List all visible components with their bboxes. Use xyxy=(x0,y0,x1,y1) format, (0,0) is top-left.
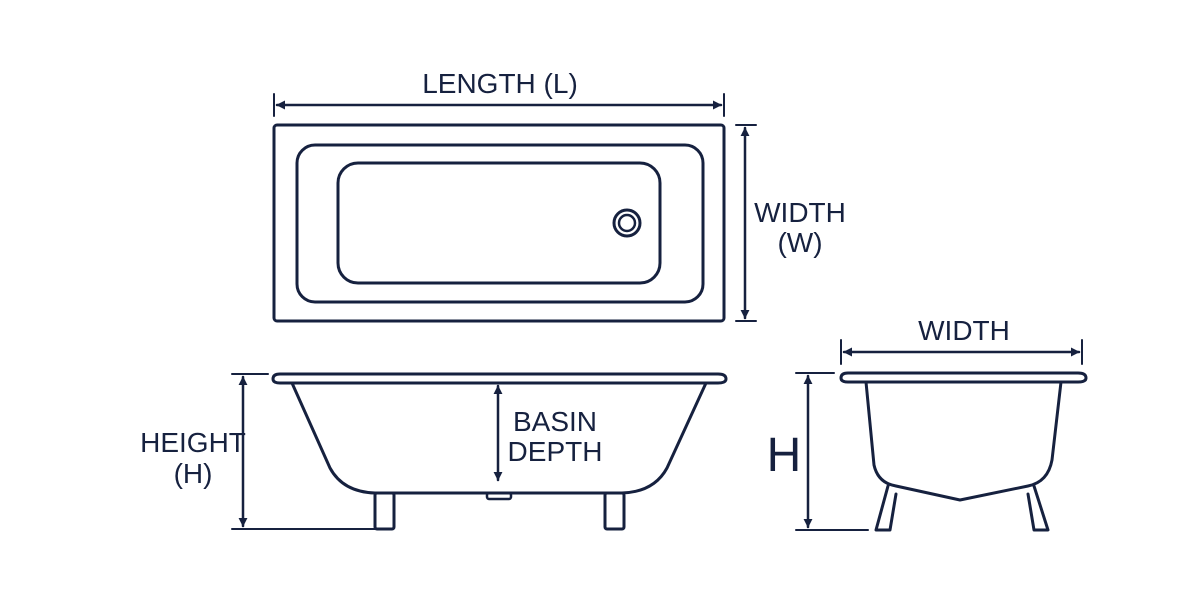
top-view-basin xyxy=(336,161,662,285)
width-label-line1: WIDTH xyxy=(754,197,846,228)
top-view-inner-rim xyxy=(295,143,705,304)
side-view-rim xyxy=(271,372,728,385)
end-width-label: WIDTH xyxy=(918,315,1010,346)
drain-inner-icon xyxy=(617,213,637,233)
side-view-drain-icon xyxy=(485,491,513,501)
side-view-leg-left xyxy=(373,491,396,531)
end-view: WIDTH H xyxy=(767,315,1088,532)
side-view-leg-right xyxy=(603,491,626,531)
height-label-line1: HEIGHT xyxy=(140,427,246,458)
end-height-label: H xyxy=(767,429,802,482)
height-label-line2: (H) xyxy=(174,458,213,489)
basin-depth-label-line2: DEPTH xyxy=(508,436,603,467)
end-view-body xyxy=(864,380,1063,502)
end-view-rim xyxy=(839,371,1088,384)
top-view: LENGTH (L) WIDTH (W) xyxy=(272,68,846,323)
top-view-outer-rim xyxy=(272,123,726,323)
width-label-line2: (W) xyxy=(777,227,822,258)
drain-outer-icon xyxy=(612,208,642,238)
basin-depth-label-line1: BASIN xyxy=(513,406,597,437)
end-view-leg-right xyxy=(1026,484,1050,532)
length-label: LENGTH (L) xyxy=(422,68,578,99)
end-view-leg-left xyxy=(874,484,898,532)
side-view: HEIGHT (H) BASIN DEPTH xyxy=(140,372,728,531)
